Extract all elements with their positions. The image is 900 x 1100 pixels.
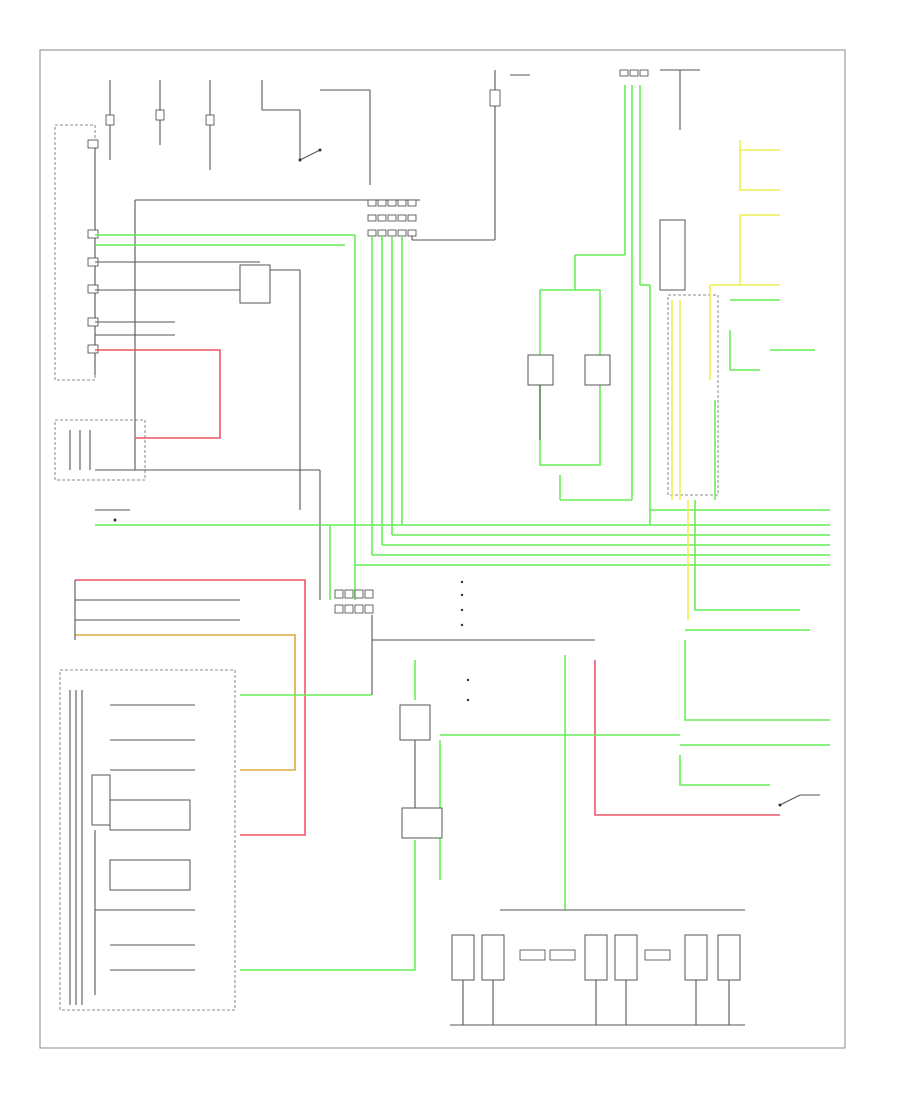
- center-green-drops: [371, 130, 496, 555]
- legend-area: [460, 580, 470, 702]
- lower-left-feeds: [74, 579, 306, 836]
- bottom-actuator-row: [450, 909, 745, 1026]
- red-wire-right: [594, 660, 780, 816]
- left-connector-block: [54, 124, 99, 381]
- right-green-wires: [679, 299, 830, 786]
- green-trunk-right: [330, 509, 830, 566]
- top-switch: [262, 89, 371, 185]
- top-right-relay: [659, 69, 719, 496]
- lower-module-greens: [240, 655, 680, 971]
- red-feed-left: [95, 349, 221, 439]
- security-module: [54, 419, 146, 481]
- yellow-wires: [671, 140, 780, 620]
- main-control-module: [59, 669, 236, 1011]
- center-sensor-pair: [527, 289, 611, 466]
- lower-sensor-top: [399, 704, 431, 741]
- relay-box-left: [239, 264, 271, 304]
- lower-connector-bank: [334, 589, 595, 695]
- diagram-frame: [39, 49, 846, 1049]
- green-top-vertical: [559, 69, 651, 525]
- top-fuse-feeds: [105, 80, 263, 170]
- green-push-switch: [95, 524, 331, 600]
- lower-sensor-bottom: [401, 807, 443, 839]
- bottom-right-switch: [778, 794, 820, 807]
- top-center-module: [489, 70, 530, 130]
- center-connector-stack: [367, 199, 417, 237]
